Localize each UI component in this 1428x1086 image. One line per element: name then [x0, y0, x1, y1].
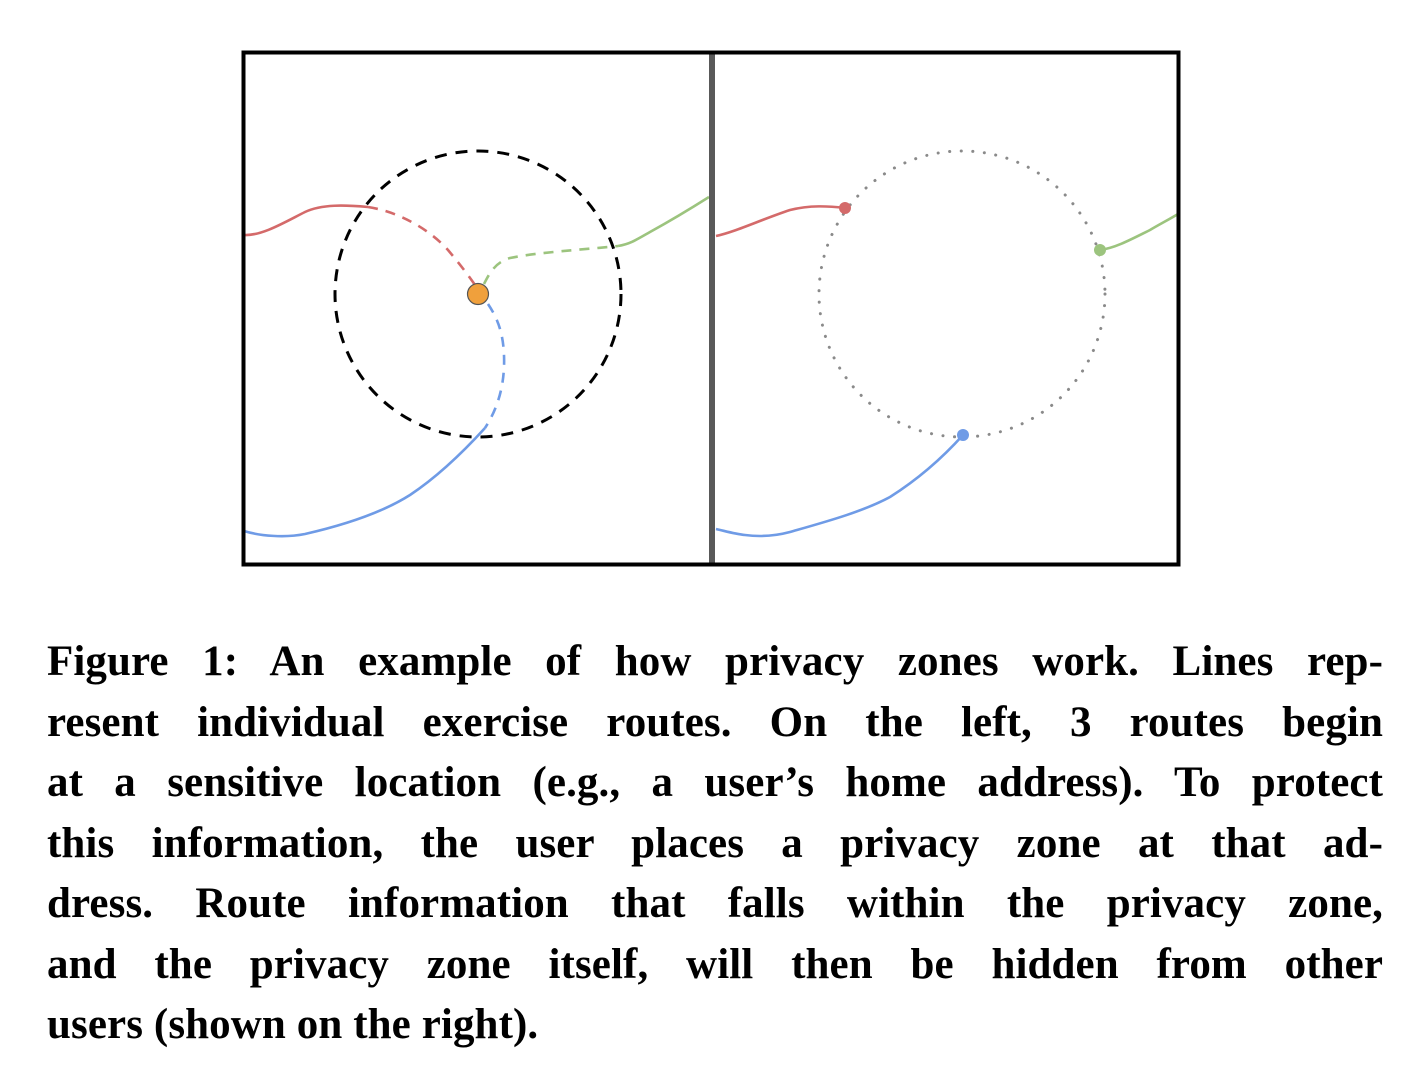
route-green-solid — [617, 195, 710, 248]
route-green-endpoint-icon — [1094, 244, 1106, 256]
route-blue-dashed — [483, 303, 506, 429]
figure-frame — [241, 50, 1181, 567]
caption-line: users (shown on the right). — [47, 1001, 539, 1048]
route-blue-endpoint-icon — [957, 429, 969, 441]
caption-line: Figure 1: An example of how privacy zone… — [47, 638, 1383, 685]
privacy-zone-dashed-circle — [333, 149, 623, 439]
figure-caption: Figure 1: An example of how privacy zone… — [47, 632, 1383, 1056]
figure-diagram — [241, 50, 1181, 567]
caption-line: this information, the user places a priv… — [47, 819, 1383, 867]
privacy-zone-figure — [241, 50, 1181, 567]
route-green-dashed — [482, 244, 619, 285]
caption-line: and the privacy zone itself, will then b… — [47, 940, 1383, 988]
route-red-solid — [243, 204, 369, 237]
panel-divider — [709, 51, 715, 566]
home-location-icon — [466, 282, 490, 306]
route-red-endpoint-icon — [839, 202, 851, 214]
caption-line: resent individual exercise routes. On th… — [47, 698, 1383, 746]
right-panel — [715, 149, 1179, 538]
caption-line: dress. Route information that falls with… — [47, 880, 1383, 927]
privacy-zone-dotted-circle — [817, 149, 1107, 439]
route-green-visible — [1099, 212, 1179, 252]
left-panel — [243, 149, 710, 538]
route-blue-visible — [715, 434, 964, 538]
route-blue-solid — [243, 427, 486, 538]
route-red-dashed — [367, 205, 477, 286]
caption-line: at a sensitive location (e.g., a user’s … — [47, 759, 1383, 806]
route-red-visible — [715, 205, 846, 238]
